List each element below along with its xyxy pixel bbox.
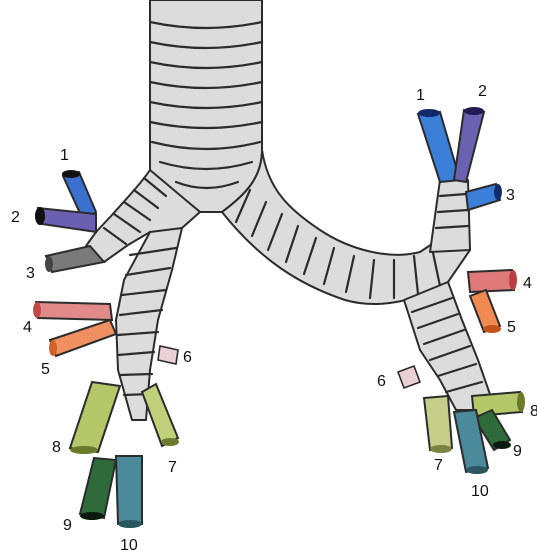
left-segment-5-orifice: [483, 325, 501, 333]
left-segment-7: 7: [424, 396, 452, 474]
right-segment-4-orifice: [33, 302, 41, 318]
left-segment-10-label: 10: [471, 483, 489, 500]
left-segment-2-label: 2: [478, 83, 487, 100]
right-segment-2-orifice: [35, 207, 45, 225]
left-segment-1-orifice: [418, 109, 440, 117]
left-segment-6-bronchus: [398, 366, 420, 388]
right-segment-10-orifice: [118, 520, 142, 528]
left-segment-1-bronchus: [418, 112, 460, 182]
right-segment-6-bronchus: [158, 346, 178, 364]
left-segment-8-orifice: [517, 392, 525, 412]
left-segment-8-bronchus: [472, 392, 522, 416]
right-segment-1-label: 1: [60, 147, 69, 164]
left-segment-4-orifice: [509, 270, 517, 290]
left-upper-trunk: [430, 180, 470, 252]
left-segment-2: 2: [454, 83, 487, 182]
right-segment-1-orifice: [62, 170, 80, 178]
left-segment-5-label: 5: [507, 319, 516, 336]
left-segment-3: 3: [466, 184, 515, 210]
right-segment-6: 6: [158, 346, 192, 366]
right-segment-7-orifice: [161, 438, 179, 446]
right-segment-9-bronchus: [80, 458, 116, 518]
left-segment-4: 4: [468, 270, 532, 292]
left-segment-9-label: 9: [513, 443, 522, 460]
right-segment-4-label: 4: [23, 319, 32, 336]
right-segment-8: 8: [52, 382, 120, 456]
right-segment-9: 9: [63, 458, 116, 534]
left-segment-4-label: 4: [523, 275, 532, 292]
right-segment-10: 10: [116, 456, 142, 554]
left-segment-1: 1: [416, 87, 460, 182]
right-segment-6-label: 6: [183, 349, 192, 366]
left-segment-2-orifice: [464, 107, 484, 115]
right-segment-8-orifice: [70, 446, 98, 454]
right-segment-5-orifice: [49, 340, 57, 356]
right-segment-5-label: 5: [41, 361, 50, 378]
left-segment-3-label: 3: [506, 187, 515, 204]
left-segment-9-orifice: [493, 441, 511, 449]
right-segment-3-label: 3: [26, 265, 35, 282]
left-segment-1-label: 1: [416, 87, 425, 104]
left-segment-4-bronchus: [468, 270, 514, 292]
right-segment-2-label: 2: [11, 209, 20, 226]
right-segment-5-bronchus: [50, 320, 116, 356]
right-segment-10-label: 10: [120, 537, 138, 554]
left-segment-2-bronchus: [454, 110, 484, 182]
right-segment-7-label: 7: [168, 459, 177, 476]
right-segment-5: 5: [41, 320, 116, 378]
left-segment-5: 5: [470, 290, 516, 336]
left-segment-7-bronchus: [424, 396, 452, 450]
right-segment-9-orifice: [80, 512, 104, 520]
right-segment-8-bronchus: [70, 382, 120, 452]
left-segment-7-label: 7: [434, 457, 443, 474]
left-segment-6-label: 6: [377, 373, 386, 390]
left-segment-10-orifice: [466, 466, 488, 474]
left-segment-6: 6: [377, 366, 420, 390]
right-segment-3-orifice: [45, 256, 53, 272]
right-segment-7: 7: [142, 384, 179, 476]
left-segment-3-orifice: [494, 184, 502, 200]
left-segment-8-label: 8: [530, 403, 537, 420]
right-segment-9-label: 9: [63, 517, 72, 534]
left-segment-7-orifice: [430, 445, 452, 453]
right-segment-10-bronchus: [116, 456, 142, 524]
right-segment-4-bronchus: [36, 302, 112, 320]
right-segment-3: 3: [26, 246, 104, 282]
right-segment-8-label: 8: [52, 439, 61, 456]
